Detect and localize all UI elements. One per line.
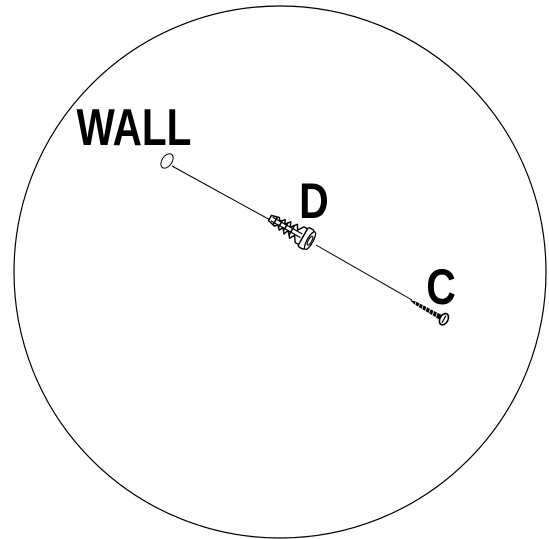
detail-circle [14,6,546,538]
screw-label: C [426,259,456,315]
wall-label: WALL [77,98,192,156]
alignment-line-anchor-to-screw [316,245,412,300]
anchor-label: D [299,173,329,229]
alignment-line-hole-to-anchor [172,166,272,221]
